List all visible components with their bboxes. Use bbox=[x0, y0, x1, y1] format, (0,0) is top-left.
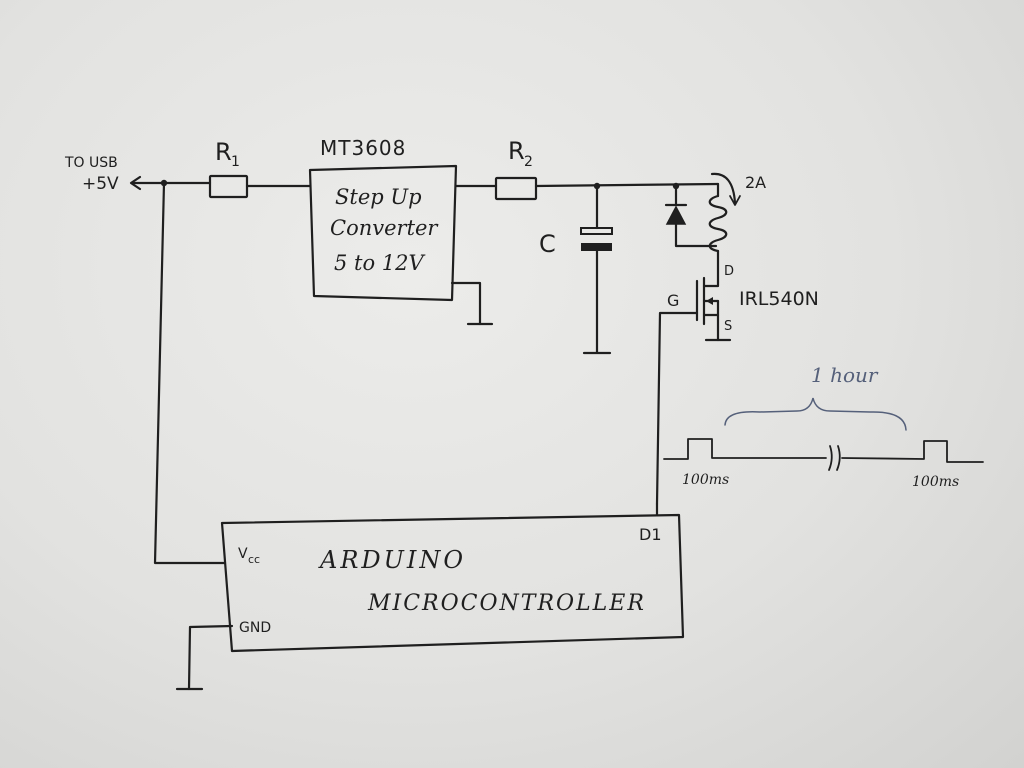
arduino-box bbox=[220, 502, 685, 653]
coil-load bbox=[708, 182, 728, 284]
wire-vcc bbox=[153, 181, 226, 565]
pulse-waveform bbox=[663, 438, 984, 471]
converter-line1: Step Up bbox=[335, 185, 422, 209]
arduino-title-line2: MICROCONTROLLER bbox=[367, 591, 646, 616]
pulse-right-label: 100ms bbox=[912, 474, 959, 490]
current-label: 2A bbox=[745, 173, 766, 192]
usb-label-line2: +5V bbox=[82, 174, 119, 194]
gnd-label: GND bbox=[239, 620, 271, 636]
vcc-subscript: cc bbox=[248, 553, 260, 566]
arduino-title-line1: ARDUINO bbox=[318, 546, 466, 574]
step-up-converter-box bbox=[308, 164, 498, 326]
timing-brace bbox=[724, 397, 907, 431]
wire-usb-input bbox=[129, 175, 212, 191]
resistor-r2 bbox=[494, 176, 720, 201]
r1-label: R bbox=[215, 138, 232, 166]
converter-part-number: MT3608 bbox=[320, 136, 406, 160]
mosfet-part-number: IRL540N bbox=[739, 288, 819, 310]
resistor-r1 bbox=[208, 174, 312, 199]
converter-line3: 5 to 12V bbox=[334, 251, 426, 275]
converter-line2: Converter bbox=[330, 216, 439, 240]
pulse-left-label: 100ms bbox=[682, 472, 729, 488]
vcc-label: V bbox=[238, 546, 248, 562]
timing-period-label: 1 hour bbox=[811, 363, 879, 387]
r2-label: R bbox=[508, 137, 525, 165]
capacitor-c bbox=[580, 184, 613, 355]
capacitor-label: C bbox=[539, 230, 556, 258]
usb-label-line1: TO USB bbox=[64, 155, 118, 171]
arduino-pin-d1: D1 bbox=[639, 525, 662, 544]
gate-label: G bbox=[667, 291, 679, 310]
flyback-diode bbox=[664, 184, 718, 248]
wire-gnd bbox=[175, 624, 234, 691]
mosfet-irl540n bbox=[655, 276, 732, 506]
r1-subscript: 1 bbox=[231, 154, 240, 170]
r2-subscript: 2 bbox=[524, 154, 533, 170]
drain-label: D bbox=[724, 264, 734, 279]
current-arrow bbox=[710, 172, 741, 206]
source-label: S bbox=[724, 319, 732, 334]
